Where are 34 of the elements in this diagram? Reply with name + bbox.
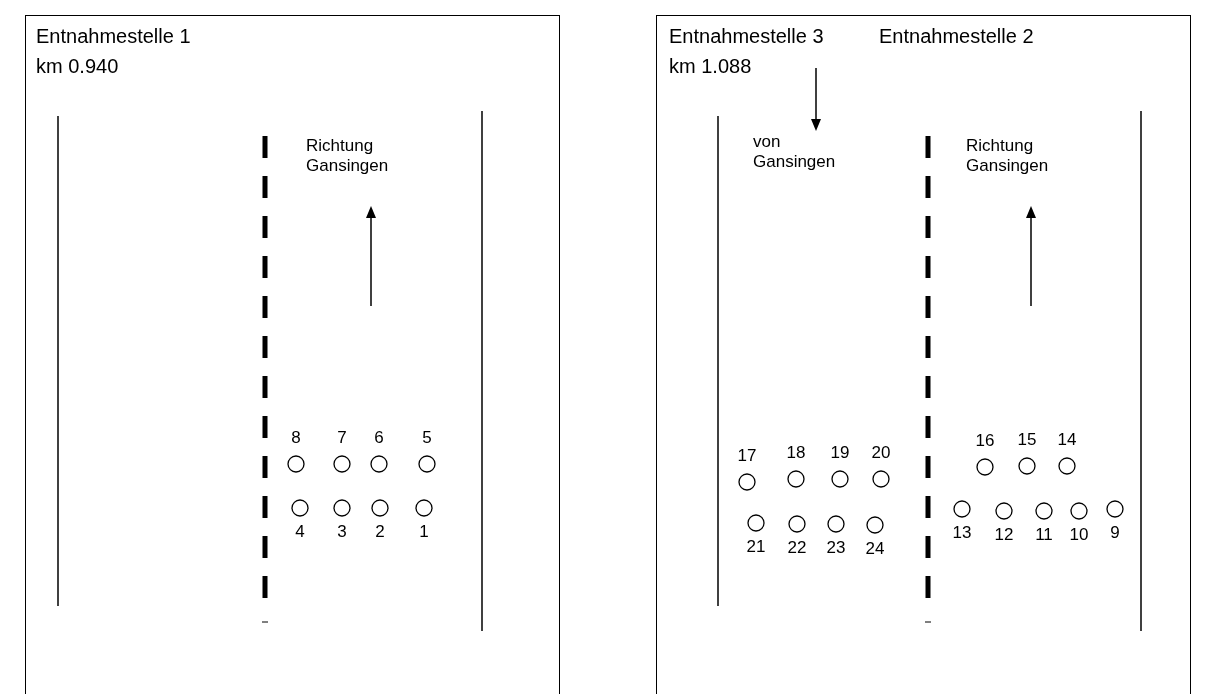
site-heading: Entnahmestelle 2 — [879, 24, 1034, 48]
point-number: 13 — [951, 524, 973, 542]
site-heading: Entnahmestelle 3 — [669, 24, 824, 48]
point-number: 12 — [993, 526, 1015, 544]
point-number: 21 — [745, 538, 767, 556]
point-number: 2 — [374, 523, 386, 541]
direction-note: Richtung Gansingen — [306, 136, 390, 176]
point-number: 6 — [373, 429, 385, 447]
point-number: 9 — [1109, 524, 1121, 542]
site-heading: Entnahmestelle 1 — [36, 24, 191, 48]
point-number: 23 — [825, 539, 847, 557]
direction-note: Richtung Gansingen — [966, 136, 1050, 176]
point-number: 17 — [736, 447, 758, 465]
point-number: 3 — [336, 523, 348, 541]
point-number: 24 — [864, 540, 886, 558]
point-number: 8 — [290, 429, 302, 447]
point-number: 18 — [785, 444, 807, 462]
point-number: 1 — [418, 523, 430, 541]
direction-note: von Gansingen — [753, 132, 837, 172]
point-number: 10 — [1068, 526, 1090, 544]
km-label: km 0.940 — [36, 54, 119, 78]
point-number: 20 — [870, 444, 892, 462]
point-number: 19 — [829, 444, 851, 462]
km-label: km 1.088 — [669, 54, 752, 78]
point-number: 5 — [421, 429, 433, 447]
site-panel — [25, 15, 560, 694]
point-number: 16 — [974, 432, 996, 450]
point-number: 14 — [1056, 431, 1078, 449]
point-number: 22 — [786, 539, 808, 557]
point-number: 4 — [294, 523, 306, 541]
point-number: 7 — [336, 429, 348, 447]
site-panel — [656, 15, 1191, 694]
point-number: 11 — [1034, 526, 1054, 544]
point-number: 15 — [1016, 431, 1038, 449]
